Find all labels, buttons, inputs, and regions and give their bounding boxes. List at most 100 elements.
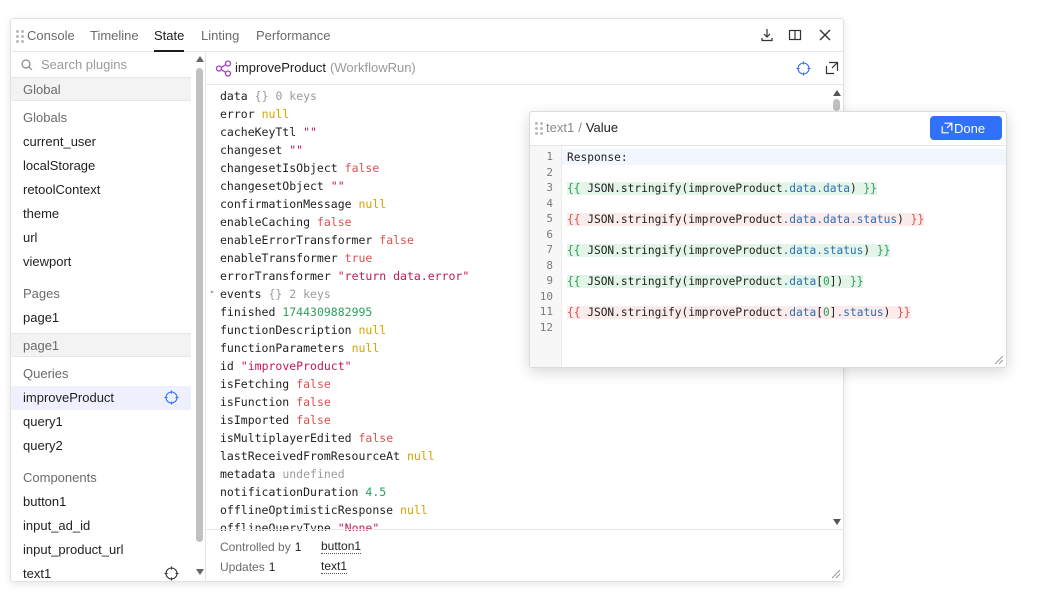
state-key: changesetIsObject (220, 161, 338, 175)
template-open: {{ (567, 182, 588, 195)
download-icon[interactable] (759, 27, 775, 43)
state-key: cacheKeyTtl (220, 125, 297, 139)
code-line-template[interactable]: {{ JSON.stringify(improveProduct.data.st… (567, 243, 891, 258)
code-area[interactable]: Response:{{ JSON.stringify(improveProduc… (562, 146, 1006, 367)
state-row[interactable]: lastReceivedFromResourceAt null (220, 449, 435, 467)
expand-caret-icon[interactable]: ▸ (210, 287, 215, 296)
state-value: false (316, 215, 352, 229)
state-key: enableErrorTransformer (220, 233, 373, 247)
search-input[interactable] (41, 57, 191, 72)
query-identifier: improveProduct (688, 182, 783, 195)
content-scrollbar[interactable] (831, 85, 843, 531)
sidebar-item-current-user[interactable]: current_user (23, 134, 96, 149)
state-row[interactable]: confirmationMessage null (220, 197, 386, 215)
pop-out-icon[interactable] (824, 60, 840, 79)
template-close: }} (849, 275, 864, 288)
done-button[interactable]: Done (930, 116, 1002, 140)
drag-grip-icon[interactable] (16, 30, 24, 43)
state-value: "" (303, 125, 317, 139)
template-open: {{ (567, 213, 588, 226)
drag-grip-icon[interactable] (535, 122, 543, 135)
state-row[interactable]: errorTransformer "return data.error" (220, 269, 469, 287)
sidebar-item-input-product-url[interactable]: input_product_url (23, 542, 124, 557)
tab-performance[interactable]: Performance (256, 28, 331, 43)
sidebar-item-retoolcontext[interactable]: retoolContext (23, 182, 101, 197)
content-header: improveProduct(WorkflowRun) (206, 52, 843, 85)
state-row[interactable]: data {} 0 keys (220, 89, 317, 107)
tab-linting[interactable]: Linting (201, 28, 240, 43)
json-identifier: JSON (587, 213, 615, 226)
sidebar-item-theme[interactable]: theme (23, 206, 60, 221)
state-row[interactable]: functionDescription null (220, 323, 386, 341)
code-line-template[interactable]: {{ JSON.stringify(improveProduct.data.da… (567, 181, 877, 196)
code-line-template[interactable]: {{ JSON.stringify(improveProduct.data.da… (567, 212, 925, 227)
state-row[interactable]: ▸events {} 2 keys (210, 287, 331, 305)
property-access: .status (836, 306, 884, 319)
state-row[interactable]: functionParameters null (220, 341, 379, 359)
resize-grip-icon[interactable] (831, 569, 841, 579)
paren-close: ) (863, 244, 877, 257)
sidebar-item-improveproduct[interactable]: improveProduct (11, 386, 191, 410)
sidebar-item-input-ad-id[interactable]: input_ad_id (23, 518, 91, 533)
sidebar-item-localstorage[interactable]: localStorage (23, 158, 96, 173)
sidebar-item-page1[interactable]: page1 (23, 310, 60, 325)
sidebar-item-text1[interactable]: text1 (11, 562, 191, 581)
state-row[interactable]: enableTransformer true (220, 251, 372, 269)
crosshair-target-icon[interactable] (164, 390, 179, 405)
state-row[interactable]: changesetIsObject false (220, 161, 379, 179)
state-row[interactable]: changeset "" (220, 143, 303, 161)
tab-state[interactable]: State (154, 28, 185, 52)
sidebar-item-query2[interactable]: query2 (23, 438, 63, 453)
state-value: "None" (337, 521, 380, 531)
state-row[interactable]: error null (220, 107, 289, 125)
state-row[interactable]: id "improveProduct" (220, 359, 352, 377)
state-row[interactable]: isFetching false (220, 377, 331, 395)
breadcrumb-current: Value (585, 120, 619, 135)
code-line-template[interactable]: {{ JSON.stringify(improveProduct.data[0]… (567, 305, 911, 320)
sidebar-item-url[interactable]: url (23, 230, 38, 245)
sidebar-scroll-thumb[interactable] (196, 68, 203, 542)
sidebar-item-viewport[interactable]: viewport (23, 254, 72, 269)
state-value: null (406, 449, 435, 463)
query-identifier: improveProduct (688, 275, 783, 288)
tab-console[interactable]: Console (27, 28, 75, 43)
state-row[interactable]: metadata undefined (220, 467, 345, 485)
resize-grip-icon[interactable] (994, 355, 1004, 365)
state-value: null (351, 341, 380, 355)
crosshair-target-icon[interactable] (164, 566, 179, 581)
state-row[interactable]: isMultiplayerEdited false (220, 431, 393, 449)
state-row[interactable]: finished 1744309882995 (220, 305, 372, 323)
tab-timeline[interactable]: Timeline (90, 28, 139, 43)
method-call: .stringify( (614, 213, 689, 226)
state-value: 1744309882995 (282, 305, 373, 319)
breadcrumb-parent[interactable]: text1 (546, 120, 575, 135)
state-row[interactable]: enableErrorTransformer false (220, 233, 414, 251)
state-row[interactable]: cacheKeyTtl "" (220, 125, 317, 143)
state-row[interactable]: isImported false (220, 413, 331, 431)
sidebar-scrollbar[interactable] (194, 52, 205, 581)
sidebar-item-query1[interactable]: query1 (23, 414, 63, 429)
code-line[interactable]: Response: (567, 150, 628, 165)
close-icon[interactable] (817, 27, 833, 43)
content-scroll-thumb[interactable] (833, 99, 840, 111)
property-access: .data (816, 213, 850, 226)
state-row[interactable]: isFunction false (220, 395, 331, 413)
line-number: 4 (546, 196, 553, 210)
state-row[interactable]: changesetObject "" (220, 179, 345, 197)
key-count: 0 keys (275, 89, 317, 103)
paren-close: ) (849, 182, 864, 195)
state-row[interactable]: notificationDuration 4.5 (220, 485, 386, 503)
state-row[interactable]: offlineOptimisticResponse null (220, 503, 428, 521)
controlled-by-link[interactable]: button1 (321, 539, 362, 554)
state-row[interactable]: offlineQueryType "None" (220, 521, 379, 531)
property-access: .data (782, 275, 817, 288)
sidebar-item-button1[interactable]: button1 (23, 494, 67, 509)
updates-link[interactable]: text1 (321, 559, 348, 574)
index-value: 0 (823, 275, 830, 288)
state-value: false (379, 233, 414, 247)
split-view-icon[interactable] (787, 27, 803, 43)
crosshair-target-icon[interactable] (796, 61, 811, 79)
state-row[interactable]: enableCaching false (220, 215, 352, 233)
code-line-template[interactable]: {{ JSON.stringify(improveProduct.data[0]… (567, 274, 864, 289)
